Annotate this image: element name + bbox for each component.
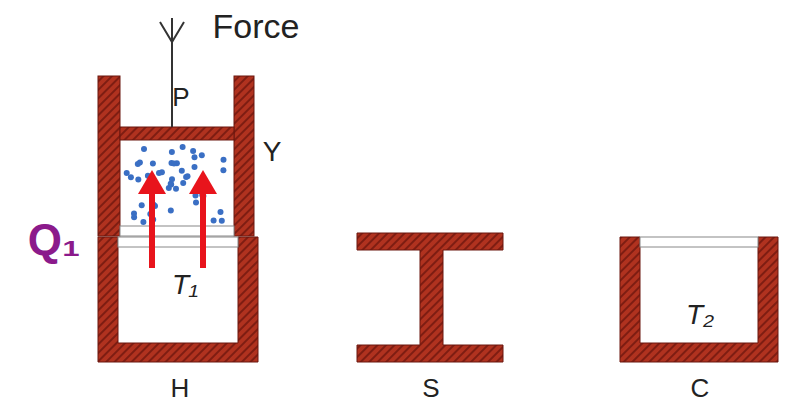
gas-molecule <box>211 218 217 224</box>
gas-molecule <box>150 161 156 167</box>
gas-molecules <box>124 144 227 225</box>
gas-molecule <box>169 149 175 155</box>
gas-molecule <box>137 160 143 166</box>
gas-molecule <box>193 200 199 206</box>
gas-molecule <box>168 207 174 213</box>
reservoir-label: C <box>691 375 710 401</box>
gas-molecule <box>192 164 198 170</box>
force-label: Force <box>213 9 300 43</box>
gas-molecule <box>173 186 179 192</box>
gas-molecule <box>220 167 226 173</box>
gas-molecule <box>180 144 186 150</box>
gas-molecule <box>140 219 146 225</box>
temperature-label: T₂ <box>686 301 714 329</box>
heat-flow-arrows <box>138 170 217 268</box>
piston-label: P <box>172 84 189 110</box>
gas-molecule <box>179 168 185 174</box>
gas-molecule <box>185 173 191 179</box>
gas-molecule <box>171 160 177 166</box>
cylinder <box>98 76 254 236</box>
reservoir-label: H <box>171 375 190 401</box>
stand-label: S <box>422 375 439 401</box>
cylinder-label: Y <box>263 138 282 166</box>
gas-molecule <box>139 202 145 208</box>
gas-molecule <box>219 218 225 224</box>
gas-molecule <box>169 176 175 182</box>
reservoir: T₁H <box>118 247 238 343</box>
hot-reservoir <box>98 237 258 362</box>
gas-molecule <box>141 146 147 152</box>
gas-molecule <box>156 170 162 176</box>
gas-molecule <box>124 170 130 176</box>
reservoir: T₂C <box>640 247 758 343</box>
gas-molecule <box>131 214 137 220</box>
gas-molecule <box>180 180 186 186</box>
heat-label: Q₁ <box>28 218 80 262</box>
gas-molecule <box>218 209 224 215</box>
insulating-stand <box>357 233 503 362</box>
gas-molecule <box>190 148 196 154</box>
cold-reservoir <box>620 237 778 362</box>
gas-molecule <box>192 154 198 160</box>
temperature-label: T₁ <box>172 271 198 299</box>
gas-molecule <box>199 152 205 158</box>
gas-molecule <box>135 177 141 183</box>
gas-molecule <box>221 157 227 163</box>
